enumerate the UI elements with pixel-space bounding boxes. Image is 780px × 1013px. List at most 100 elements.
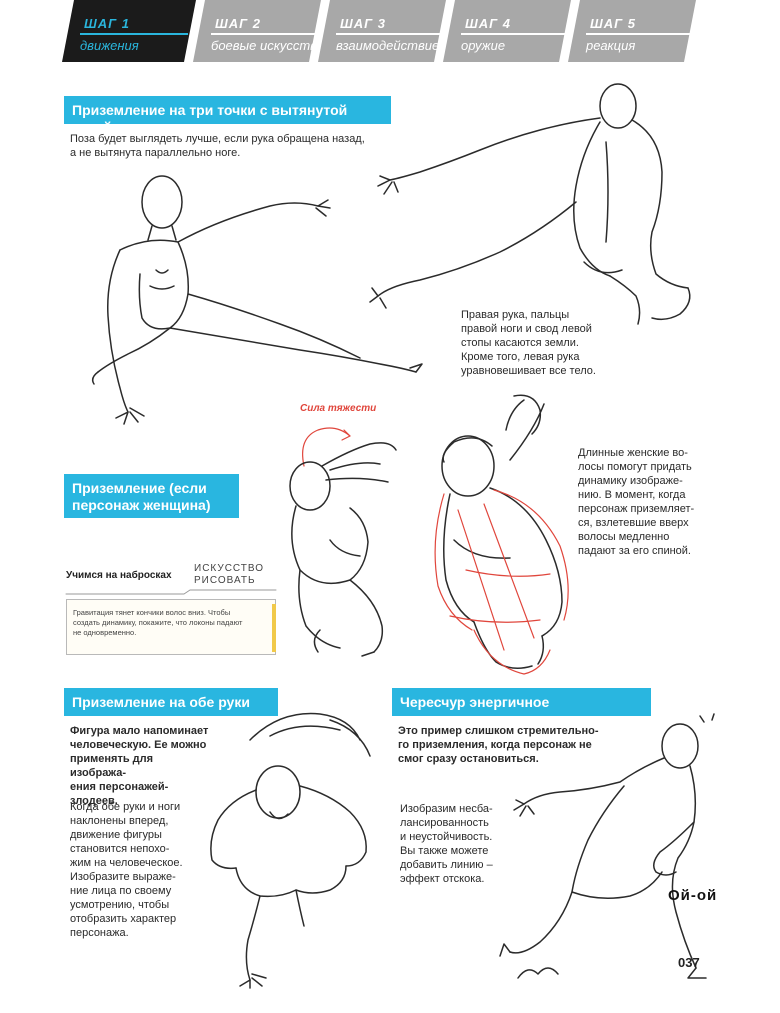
section2-note-line-5: персонаж приземляет- (578, 503, 695, 515)
section1-note: Правая рука, пальцы правой ноги и свод л… (461, 308, 611, 378)
section3-body-line-9: отобразить характер (70, 913, 177, 925)
section3-body-line-10: персонажа. (70, 927, 129, 939)
section3-body-line-1: Когда обе руки и ноги (70, 801, 181, 813)
sketch-tip-label: Учимся на набросках ИСКУССТВО РИСОВАТЬ (66, 563, 276, 594)
section2-note-line-1: Длинные женские во- (578, 447, 688, 459)
section4-body-line-6: эффект отскока. (400, 873, 485, 885)
section4-title: Чересчур энергичное приземление (400, 694, 550, 727)
section2-note-line-8: падают за его спиной. (578, 545, 691, 557)
female-landing-sketch-right (434, 394, 569, 675)
tab-step-1[interactable]: ШАГ 1 движения (62, 0, 196, 62)
section3-intro-line-4: ения персонажей-злодеев. (70, 781, 169, 807)
section4-body-line-2: лансированность (400, 817, 489, 829)
page-number: 037 (678, 955, 700, 970)
section2-note: Длинные женские во- лосы помогут придать… (578, 446, 718, 558)
tab-step-3-label: взаимодействие (336, 38, 440, 53)
tab-step-2[interactable]: ШАГ 2 боевые искусства (193, 0, 324, 62)
section2-note-line-3: динамику изображе- (578, 475, 683, 487)
tab-step-5-background (568, 0, 696, 62)
tab-step-5-number: ШАГ 5 (590, 16, 636, 31)
section3-intro: Фигура мало напоминает человеческую. Ее … (70, 724, 210, 808)
section2-note-line-7: волосы медленно (578, 531, 670, 543)
sketch-tip-brand-line-2: РИСОВАТЬ (194, 575, 256, 586)
both-hands-landing-sketch (210, 712, 371, 989)
section3-body-line-6: Изобразите выраже- (70, 871, 176, 883)
tab-step-1-label: движения (80, 38, 139, 53)
tab-step-3-underline (336, 33, 440, 35)
three-point-landing-front-sketch (91, 175, 423, 425)
section4-body-line-3: и неустойчивость. (400, 831, 493, 843)
section1-intro: Поза будет выглядеть лучше, если рука об… (70, 132, 380, 160)
tab-step-2-underline (211, 33, 315, 35)
gravity-arrow-icon (302, 427, 351, 467)
section4-intro: Это пример слишком стремительно- го приз… (398, 724, 608, 766)
section2-heading: Приземление (если персонаж женщина) (64, 474, 239, 518)
section4-intro-line-1: Это пример слишком стремительно- (398, 725, 599, 737)
female-landing-sketch-left (289, 442, 397, 657)
tab-step-2-background (193, 0, 321, 62)
tab-step-5-underline (586, 33, 690, 35)
tab-step-3[interactable]: ШАГ 3 взаимодействие (318, 0, 446, 62)
sketch-tip-line-3: не одновременно. (73, 628, 137, 637)
section4-intro-line-3: смог сразу остановиться. (398, 753, 539, 765)
section3-body-line-5: жим на человеческое. (70, 857, 183, 869)
tab-step-4-underline (461, 33, 565, 35)
sketch-tip-brand: ИСКУССТВО РИСОВАТЬ (194, 563, 264, 587)
section1-note-line-5: уравновешивает все тело. (461, 365, 596, 377)
tab-step-1-number: ШАГ 1 (84, 16, 130, 31)
section4-heading: Чересчур энергичное приземление (392, 688, 651, 727)
tab-step-2-number: ШАГ 2 (215, 16, 261, 31)
sketch-tip-brand-line-1: ИСКУССТВО (194, 563, 265, 574)
sketch-tip-line-2: создать динамику, покажите, что локоны п… (73, 618, 243, 627)
section3-body: Когда обе руки и ноги наклонены вперед, … (70, 800, 210, 940)
section3-body-line-2: наклонены вперед, (70, 815, 169, 827)
section1-note-line-2: правой ноги и свод левой (461, 323, 592, 335)
section3-heading: Приземление на обе руки (64, 688, 278, 716)
energetic-landing-sketch (499, 713, 715, 979)
tab-step-1-underline (80, 33, 188, 35)
tab-step-3-background (318, 0, 446, 62)
tab-step-4-label: оружие (461, 38, 506, 53)
three-point-landing-back-sketch (369, 83, 691, 325)
tab-step-2-label: боевые искусства (211, 38, 324, 53)
section3-body-line-7: ние лица по своему (70, 885, 172, 897)
section4-body-line-1: Изобразим несба- (400, 803, 493, 815)
section3-body-line-4: становится непохо- (70, 843, 170, 855)
gravity-label: Сила тяжести (300, 403, 377, 414)
section4-body: Изобразим несба- лансированность и неуст… (400, 802, 510, 886)
section2-note-line-6: ся, взлетевшие вверх (578, 517, 689, 529)
section1-note-line-3: стопы касаются земли. (461, 337, 579, 349)
section1-note-line-4: Кроме того, левая рука (461, 351, 580, 363)
section1-intro-line-2: а не вытянута параллельно ноге. (70, 147, 241, 159)
tab-step-1-background (62, 0, 196, 62)
section2-note-line-4: нию. В момент, когда (578, 489, 686, 501)
tab-step-4-background (443, 0, 571, 62)
section2-note-line-2: лосы помогут придать (578, 461, 692, 473)
tab-step-4[interactable]: ШАГ 4 оружие (443, 0, 571, 62)
section4-intro-line-2: го приземления, когда персонаж не (398, 739, 592, 751)
sketch-tip-line-1: Гравитация тянет кончики волос вниз. Что… (73, 608, 231, 617)
section3-intro-line-2: человеческую. Ее можно (70, 739, 207, 751)
section1-title: Приземление на три точки с вытянутой ног… (72, 102, 348, 135)
section3-title: Приземление на обе руки (72, 694, 250, 710)
section3-body-line-3: движение фигуры (70, 829, 162, 841)
section2-title-line-2: персонаж женщина) (72, 497, 211, 513)
sketch-tip-divider (65, 589, 277, 595)
tab-step-5[interactable]: ШАГ 5 реакция (568, 0, 696, 62)
chapter-steps-nav: ШАГ 1 движения ШАГ 2 боевые искусства ША… (62, 0, 780, 62)
tab-step-5-label: реакция (586, 38, 636, 53)
exclamation-ouch: Ой-ой (668, 887, 718, 904)
section4-body-line-5: добавить линию – (400, 859, 493, 871)
section1-intro-line-1: Поза будет выглядеть лучше, если рука об… (70, 133, 365, 145)
sketch-tip-box: Гравитация тянет кончики волос вниз. Что… (66, 599, 276, 655)
sketch-tip-title: Учимся на набросках (66, 570, 172, 581)
tab-step-4-number: ШАГ 4 (465, 16, 511, 31)
section3-intro-line-1: Фигура мало напоминает (70, 725, 209, 737)
section1-heading: Приземление на три точки с вытянутой ног… (64, 96, 391, 135)
section3-intro-line-3: применять для изобража- (70, 753, 154, 779)
section1-note-line-1: Правая рука, пальцы (461, 309, 570, 321)
section2-title-line-1: Приземление (если (72, 480, 207, 496)
section4-body-line-4: Вы также можете (400, 845, 489, 857)
sketch-tip-accent-edge (272, 604, 276, 652)
tab-step-3-number: ШАГ 3 (340, 16, 386, 31)
